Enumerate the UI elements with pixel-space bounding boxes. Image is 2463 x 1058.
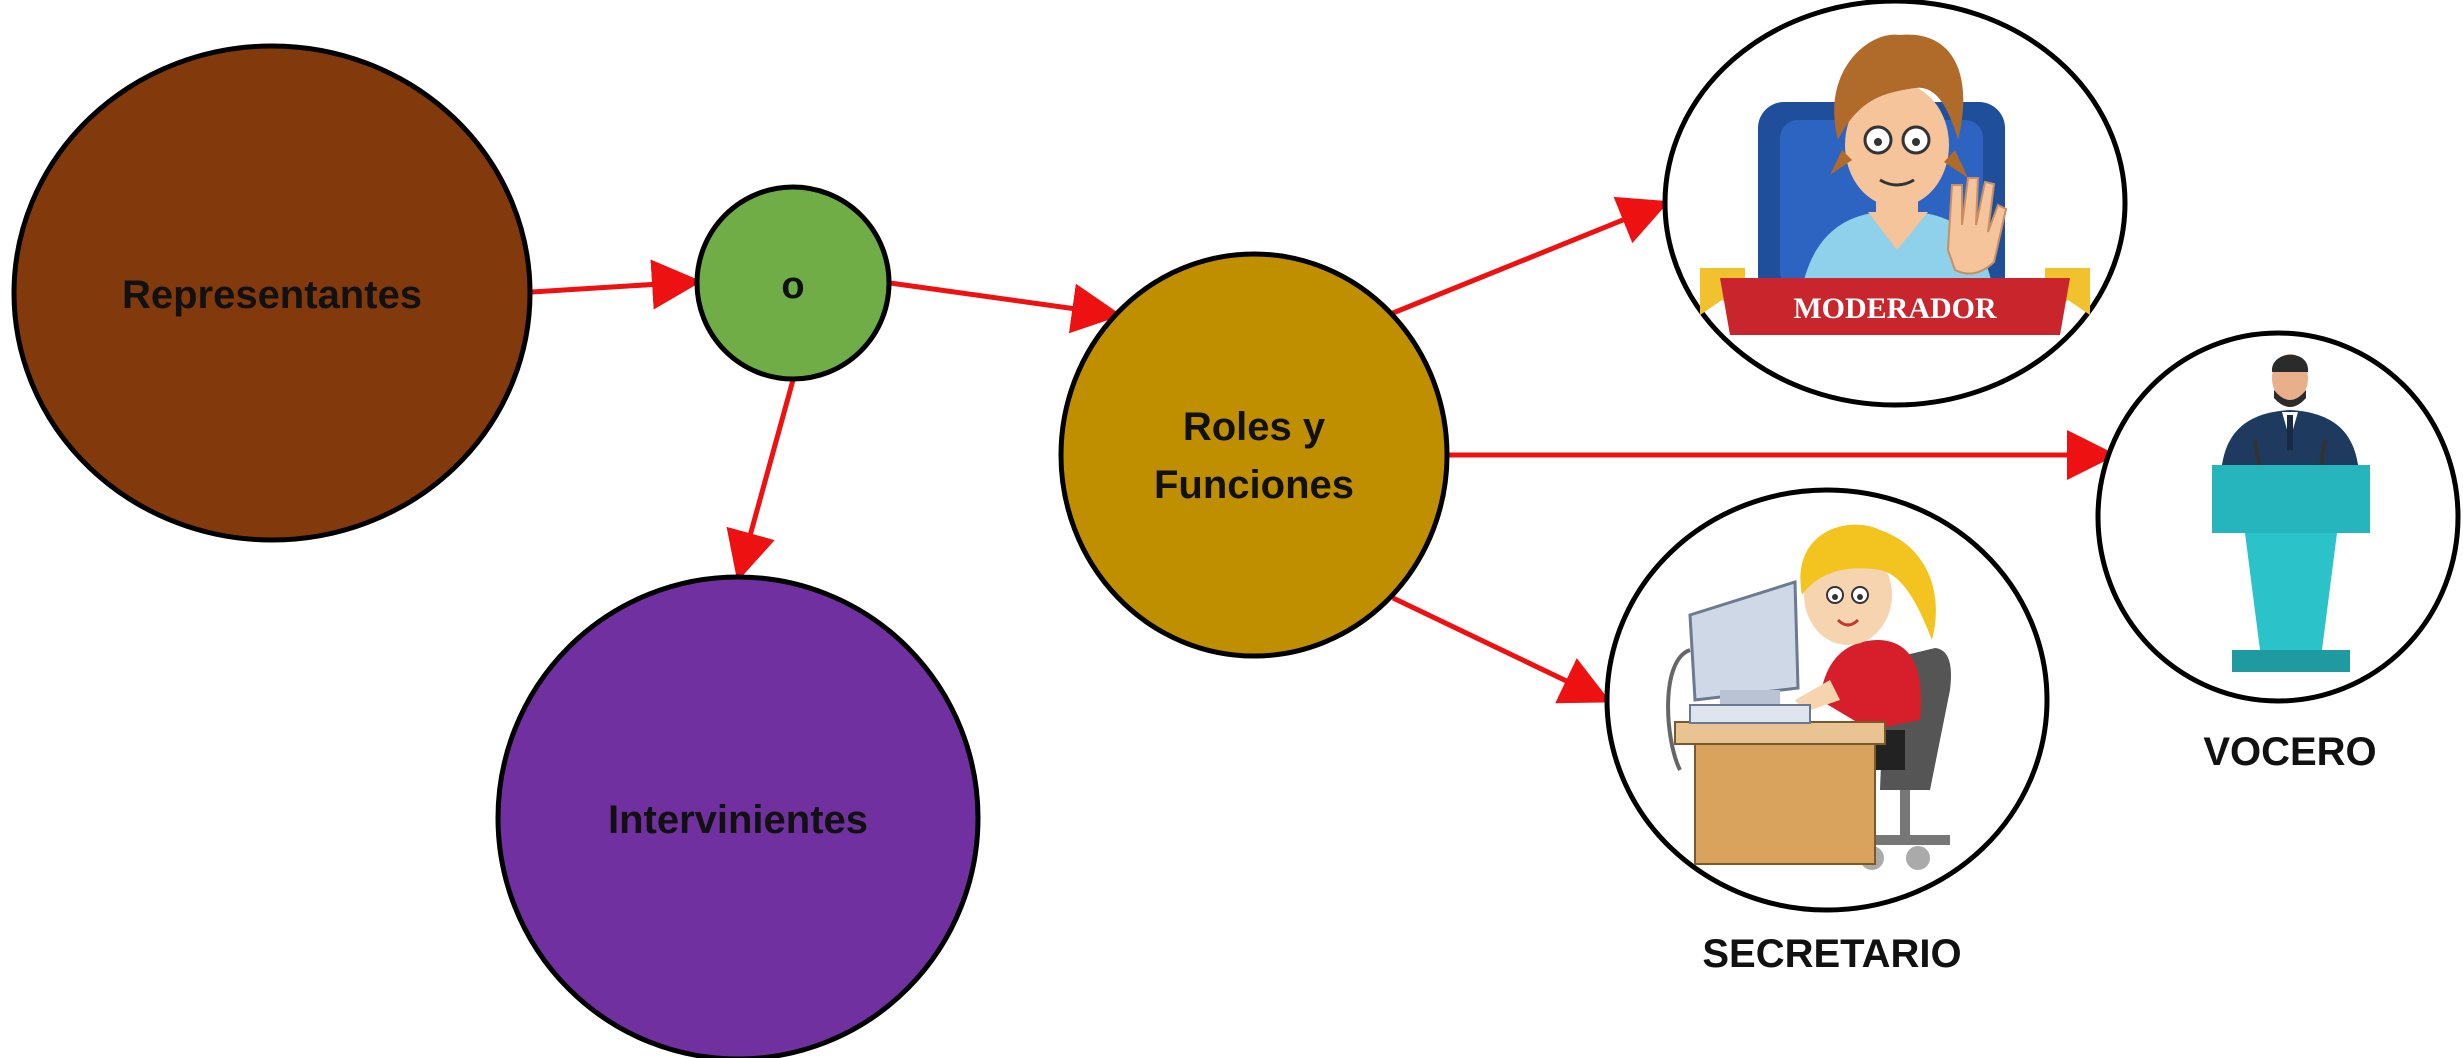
vocero-caption: VOCERO: [2203, 730, 2376, 774]
node-roles-label-line2: Funciones: [1154, 463, 1354, 507]
node-roles-label-line1: Roles y: [1183, 405, 1326, 449]
secretary-at-computer-illustration: [1666, 524, 1951, 870]
speaker-at-podium-illustration: [2212, 354, 2370, 672]
arrow-roles-to-moderador: [1392, 196, 1670, 316]
node-intervinientes: Intervinientes: [495, 574, 981, 1058]
connectors: [531, 196, 2117, 704]
node-representantes: Representantes: [11, 43, 533, 543]
secretario-caption: SECRETARIO: [1702, 932, 1961, 976]
role-secretario: SECRETARIO: [1604, 487, 2050, 976]
arrow-representantes-to-o: [531, 259, 702, 310]
arrow-o-to-intervinientes: [726, 379, 796, 582]
moderator-illustration: MODERADOR: [1700, 34, 2090, 335]
arrow-roles-to-secretario: [1391, 595, 1612, 704]
node-intervinientes-label: Intervinientes: [608, 798, 868, 842]
role-moderador: MODERADOR: [1662, 0, 2128, 408]
node-o-label: o: [781, 265, 804, 307]
role-vocero: VOCERO: [2095, 330, 2461, 774]
node-representantes-label: Representantes: [122, 273, 422, 317]
moderador-banner-text: MODERADOR: [1793, 292, 1997, 325]
arrow-o-to-roles: [889, 280, 1122, 334]
node-roles-funciones: Roles y Funciones: [1058, 251, 1450, 659]
node-o: o: [694, 184, 892, 382]
